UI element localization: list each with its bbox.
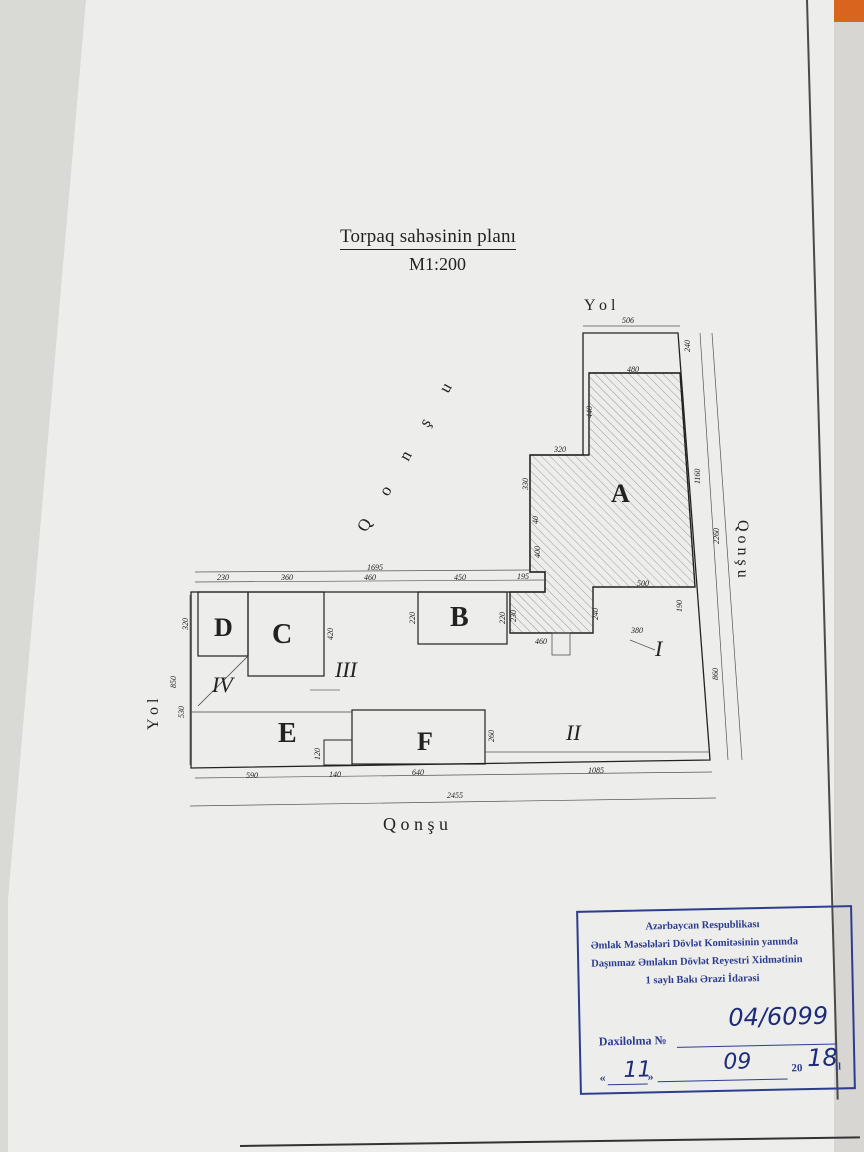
dim-440: 440 xyxy=(585,406,594,418)
dim-2260: 2260 xyxy=(712,528,721,544)
a-step xyxy=(551,632,571,656)
dim-1085: 1085 xyxy=(588,766,604,775)
stamp-line-3: Daşınmaz Əmlakın Dövlət Reyestri Xidməti… xyxy=(591,954,803,970)
dim-2455: 2455 xyxy=(447,791,463,800)
label-f: F xyxy=(417,727,433,756)
dim-line-right-1 xyxy=(699,332,729,761)
background-strip xyxy=(834,0,864,1152)
dim-506: 506 xyxy=(622,316,634,325)
dim-590: 590 xyxy=(246,771,258,780)
dim-420: 420 xyxy=(326,628,335,640)
dim-240-right: 240 xyxy=(683,340,692,352)
dim-460-a: 460 xyxy=(535,637,547,646)
quote-close: » xyxy=(647,1069,654,1084)
dim-400: 400 xyxy=(533,546,542,558)
dim-line-top-1 xyxy=(194,569,531,573)
dim-1695: 1695 xyxy=(367,563,383,572)
dim-140: 140 xyxy=(329,770,341,779)
year-prefix: 20 xyxy=(791,1062,803,1075)
dim-640: 640 xyxy=(412,768,424,777)
registration-number: 04/6099 xyxy=(728,1001,829,1032)
document-page xyxy=(8,0,864,1152)
dim-380: 380 xyxy=(630,626,643,635)
building-a xyxy=(509,372,696,634)
stamp-line-2: Əmlak Məsələləri Dövlət Komitəsinin yanı… xyxy=(590,936,799,952)
dim-460: 460 xyxy=(364,573,376,582)
date-underline xyxy=(607,1083,648,1086)
dim-line-bottom-1 xyxy=(194,771,713,779)
building-f xyxy=(351,709,486,765)
dim-220-b1: 220 xyxy=(408,612,417,624)
dim-240-a: 240 xyxy=(591,608,600,620)
dim-850: 850 xyxy=(169,676,178,688)
iv-diag xyxy=(197,655,249,707)
stamp-month: 09 xyxy=(723,1049,752,1075)
dim-230: 230 xyxy=(217,573,229,582)
dim-260: 260 xyxy=(487,730,496,742)
dim-40: 40 xyxy=(531,516,540,524)
month-underline xyxy=(657,1078,788,1083)
area-ii: II xyxy=(565,720,582,745)
dim-330: 330 xyxy=(521,478,530,491)
road-top: Y o l xyxy=(584,297,616,314)
dim-220-b2: 220 xyxy=(498,612,507,624)
area-i: I xyxy=(654,636,664,661)
neighbor-diag-4: ş xyxy=(415,415,435,430)
label-c: C xyxy=(272,619,292,650)
area-iii: III xyxy=(334,657,359,682)
neighbor-bottom: Q o n ş u xyxy=(383,814,448,834)
dim-450: 450 xyxy=(454,573,466,582)
i-diag xyxy=(629,639,656,651)
area-iv: IV xyxy=(211,672,235,697)
year-suffix: 18 xyxy=(806,1043,839,1073)
neighbor-right: Q o n ş u xyxy=(734,520,751,578)
dim-860: 860 xyxy=(711,668,720,680)
quote-open: « xyxy=(599,1070,606,1085)
dim-480: 480 xyxy=(627,365,639,374)
dim-320-d: 320 xyxy=(181,618,190,631)
registration-label: Daxilolma № xyxy=(598,1033,667,1049)
building-b xyxy=(417,591,508,645)
background-corner xyxy=(834,0,864,22)
stamp-line-1: Azərbaycan Respublikası xyxy=(645,919,760,933)
stamp-line-4: 1 saylı Bakı Ərazi İdarəsi xyxy=(645,973,760,987)
neighbor-diag-3: n xyxy=(395,447,416,464)
road-left: Y o l xyxy=(145,698,162,730)
dim-1160: 1160 xyxy=(693,469,702,484)
registration-stamp: Azərbaycan Respublikası Əmlak Məsələləri… xyxy=(576,905,856,1095)
dim-line-right-2 xyxy=(711,332,743,761)
e-f-connector xyxy=(323,739,353,766)
year-unit: il xyxy=(835,1061,842,1073)
label-a: A xyxy=(611,479,630,508)
dim-120: 120 xyxy=(313,748,322,760)
dim-530: 530 xyxy=(177,706,186,718)
neighbor-diag-1: Q xyxy=(353,515,376,535)
label-d: D xyxy=(214,613,233,642)
dim-500: 500 xyxy=(637,579,649,588)
dim-230-b: 230 xyxy=(509,610,518,622)
plan-scale: M1:200 xyxy=(409,254,467,274)
dim-190: 190 xyxy=(675,600,684,612)
dim-line-top-2 xyxy=(194,579,546,583)
dim-360: 360 xyxy=(280,573,293,582)
neighbor-diag-2: o xyxy=(375,482,396,499)
dim-195: 195 xyxy=(517,572,529,581)
label-e: E xyxy=(278,718,297,749)
neighbor-diag-5: u xyxy=(435,379,456,396)
label-b: B xyxy=(450,602,469,633)
dim-320: 320 xyxy=(553,445,566,454)
dim-line-bottom-2 xyxy=(189,797,717,807)
plan-title: Torpaq sahəsinin planı xyxy=(340,226,517,250)
